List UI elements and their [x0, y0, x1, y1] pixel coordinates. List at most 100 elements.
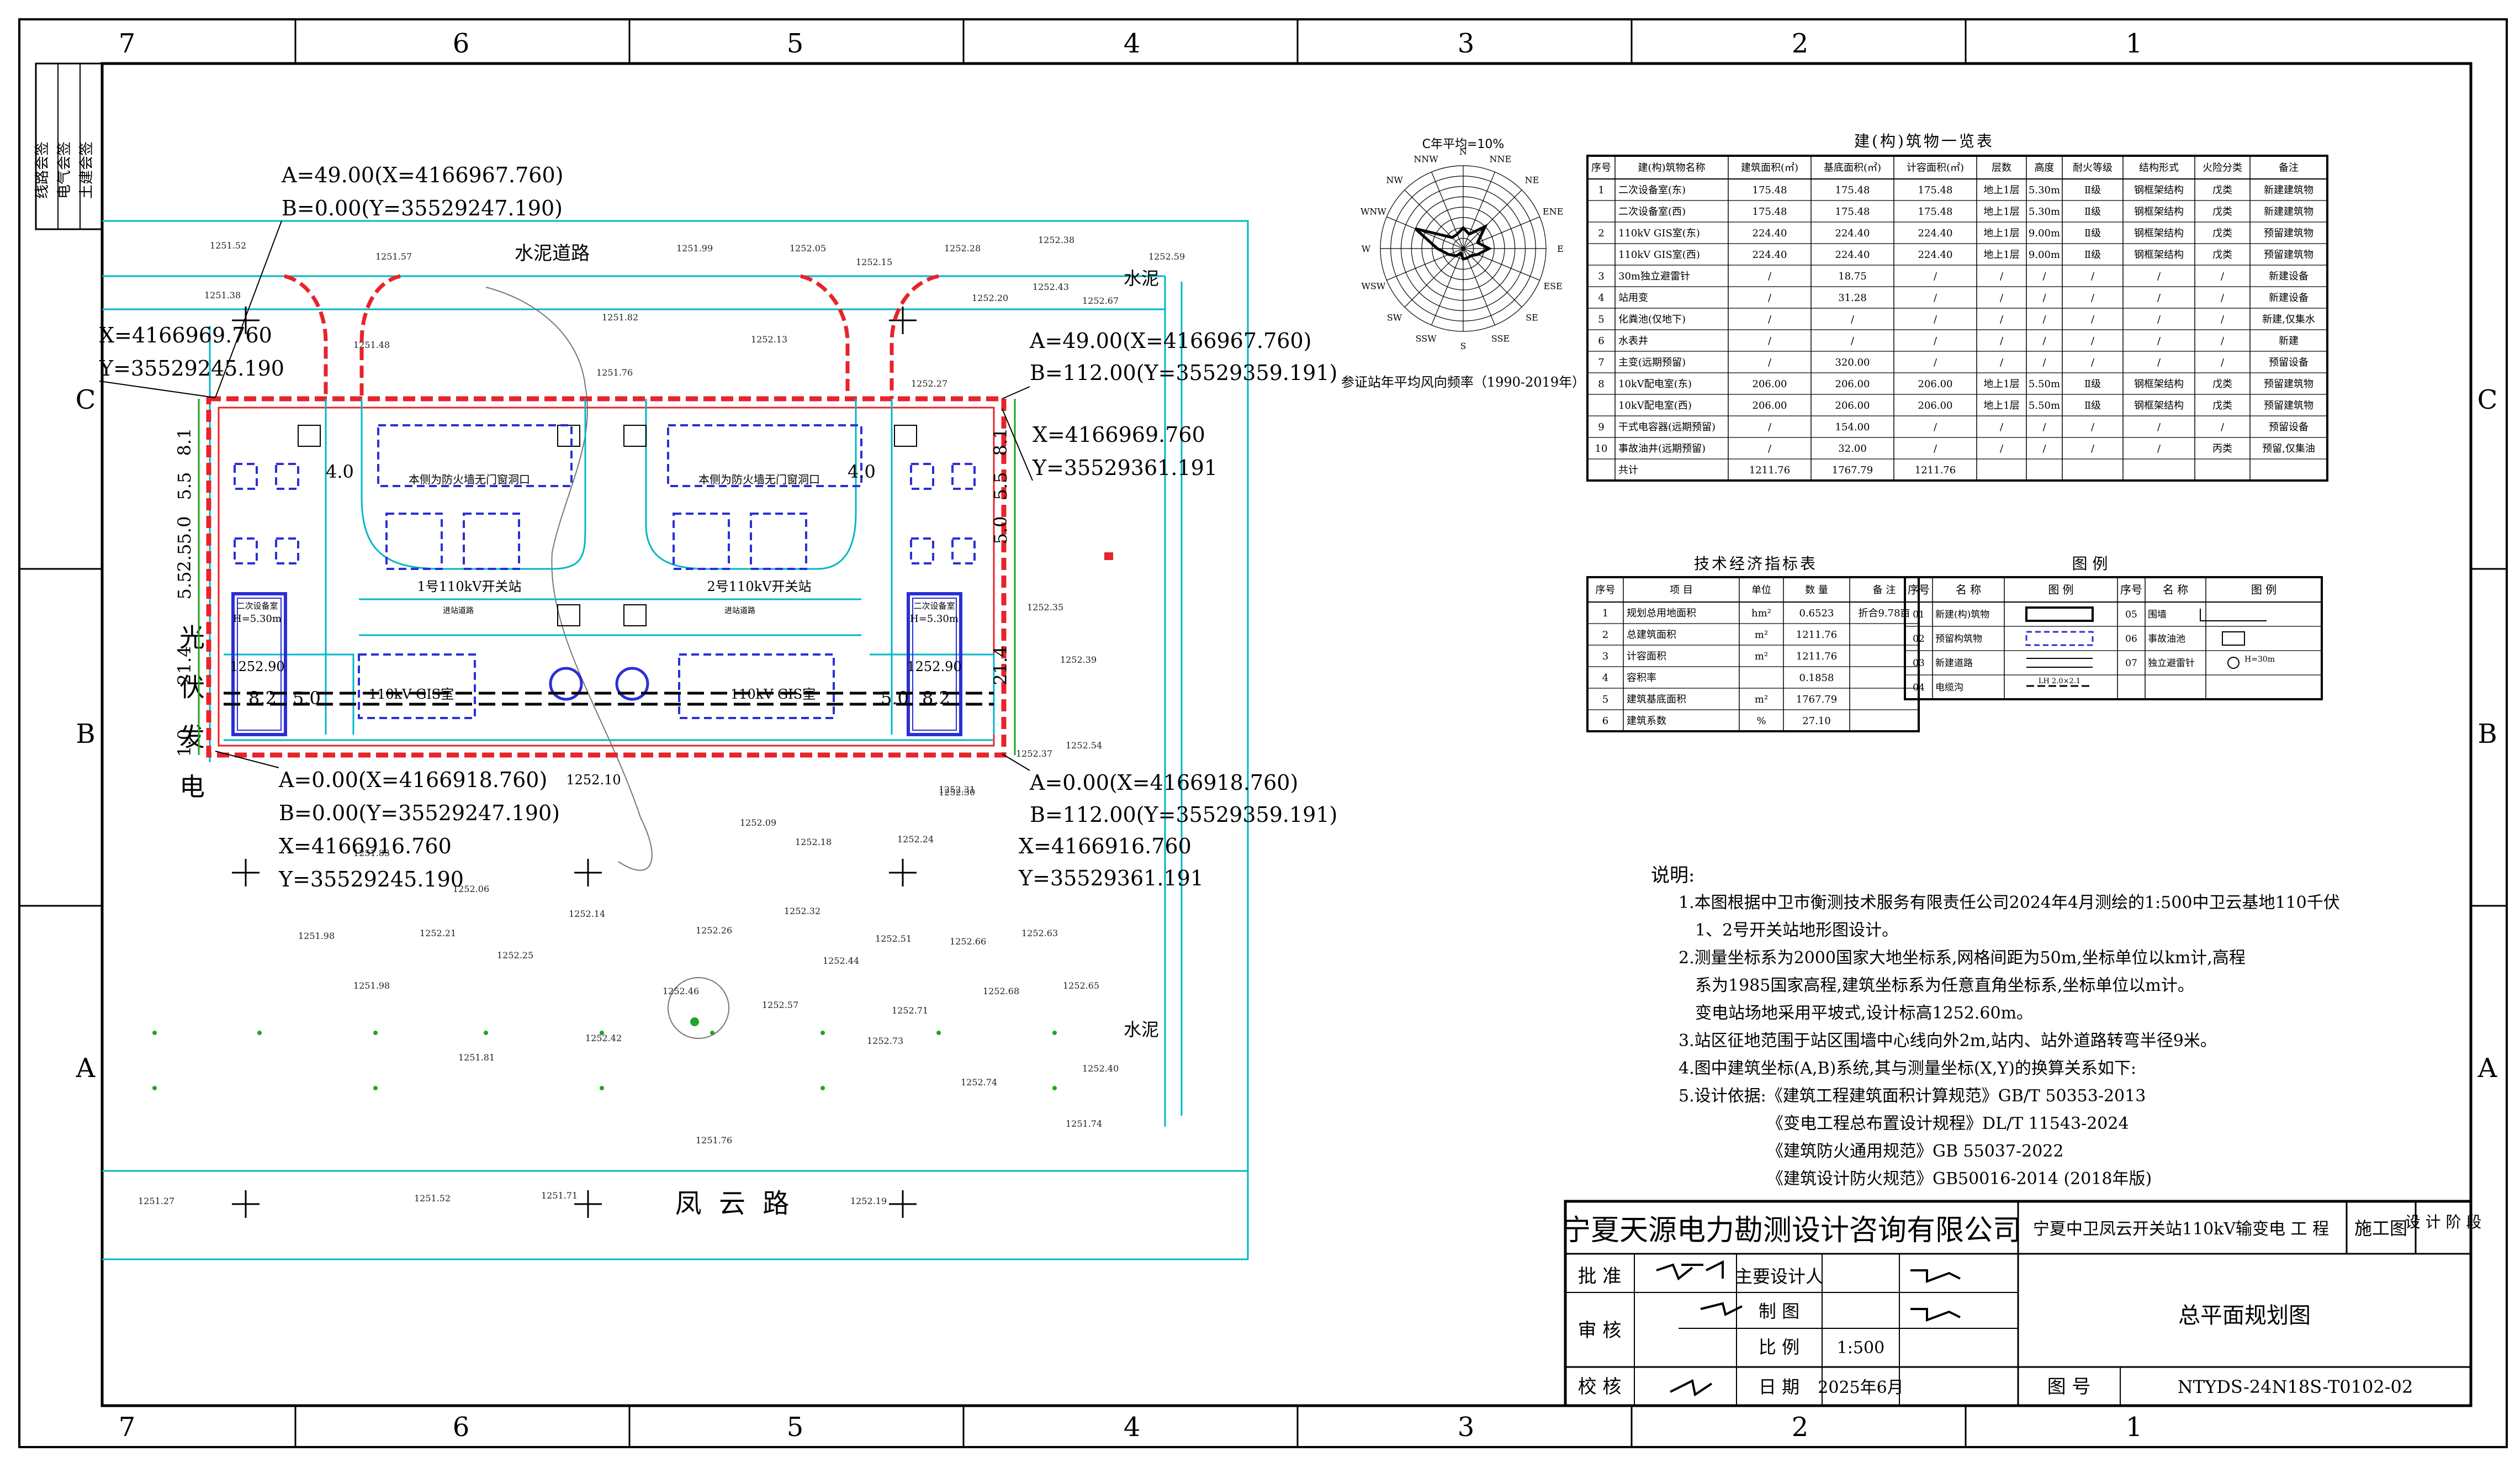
- dim-left-3: 5.0: [174, 516, 195, 545]
- table-cell: 钢框架结构: [2134, 206, 2184, 218]
- table-header-cell: 火险分类: [2203, 162, 2242, 173]
- table-cell: 1211.76: [1915, 465, 1956, 476]
- table-cell: 224.40: [1753, 228, 1787, 239]
- table-cell: 30m独立避雷针: [1618, 271, 1690, 282]
- table-cell: 折合9.78亩: [1858, 608, 1910, 619]
- table-cell: 3: [1602, 651, 1608, 662]
- legend-cell: 事故油池: [2148, 634, 2185, 645]
- rose-direction-label: SSW: [1416, 334, 1437, 344]
- spot-elev: 1251.74: [1066, 1118, 1102, 1129]
- table-cell: 1211.76: [1796, 651, 1837, 662]
- note-line: 3.站区征地范围于站区围墙中心线向外2m,站内、站外道路转弯半径9米。: [1679, 1031, 2217, 1051]
- table-cell: /: [2091, 443, 2095, 455]
- table-cell: 9.00m: [2029, 249, 2060, 261]
- table-cell: 地上1层: [1983, 378, 2019, 390]
- table-cell: /: [2091, 292, 2095, 304]
- table-cell: 水表井: [1618, 335, 1648, 347]
- table-cell: /: [2157, 314, 2161, 325]
- legend-cell: 新建(构)筑物: [1935, 609, 1989, 620]
- spot-elev: 1252.35: [1027, 602, 1063, 613]
- legend-cell: 电缆沟: [1935, 682, 1963, 693]
- table-cell: 320.00: [1835, 357, 1870, 368]
- table-cell: 175.48: [1753, 184, 1787, 196]
- equip-room-left-height: H=5.30m: [233, 613, 282, 625]
- rose-direction-label: NE: [1525, 175, 1539, 186]
- rose-spoke: [1431, 248, 1464, 325]
- spot-elev: 1252.27: [911, 378, 947, 389]
- dim-left-7: 1.0: [174, 729, 195, 757]
- table-cell: /: [1934, 271, 1937, 282]
- row-left-C: C: [76, 384, 96, 415]
- table-cell: /: [2091, 314, 2095, 325]
- spot-elev: 1252.46: [663, 986, 699, 996]
- table-cell: 干式电容器(远期预留): [1618, 421, 1716, 433]
- table-cell: m²: [1755, 694, 1768, 705]
- table-cell: Ⅱ级: [2084, 400, 2101, 411]
- rose-direction-label: NW: [1386, 175, 1403, 186]
- rose-spoke: [1404, 248, 1464, 308]
- table-cell: 5.30m: [2029, 206, 2060, 218]
- coord-tl-x: X=4166969.760: [99, 323, 272, 347]
- table-cell: 戊类: [2212, 378, 2232, 390]
- rose-direction-label: S: [1460, 341, 1467, 351]
- spot-elev: 1252.19: [850, 1196, 887, 1206]
- col-top-5: 5: [787, 28, 804, 59]
- outer-frame: [18, 18, 2508, 1448]
- gis-label-2: 110kV GIS室: [730, 687, 816, 702]
- table-cell: /: [1768, 314, 1772, 325]
- table-cell: %: [1756, 715, 1766, 727]
- spot-elev: 1252.68: [983, 986, 1019, 996]
- table-cell: /: [2042, 314, 2046, 325]
- table-cell: 6: [1602, 715, 1608, 727]
- level-right: 1252.90: [907, 659, 961, 674]
- table-cell: /: [1768, 335, 1772, 347]
- road-top-label: 水泥道路: [515, 242, 590, 265]
- table-cell: /: [1851, 335, 1855, 347]
- table-cell: 9: [1598, 421, 1604, 433]
- table-cell: /: [2157, 292, 2161, 304]
- table-cell: 224.40: [1918, 249, 1953, 261]
- legend-cell: 02: [1913, 634, 1925, 645]
- rose-spoke: [1463, 189, 1522, 249]
- table-cell: /: [2221, 314, 2225, 325]
- table-cell: /: [2091, 271, 2095, 282]
- table-header-cell: 基底面积(㎡): [1824, 161, 1881, 173]
- coord-tr-y: Y=35529361.191: [1032, 456, 1217, 480]
- spot-elev: 1252.74: [961, 1077, 997, 1088]
- table-cell: Ⅱ级: [2084, 184, 2101, 196]
- spot-elev: 1251.81: [458, 1052, 495, 1063]
- table-cell: 地上1层: [1983, 228, 2019, 239]
- table-cell: 预留设备: [2269, 421, 2309, 433]
- wind-rose-caption: 参证站年平均风向频率（1990-2019年）: [1341, 374, 1585, 390]
- table-cell: 钢框架结构: [2134, 184, 2184, 196]
- inner-red-line: [218, 407, 995, 747]
- dim-left-5: 5.5: [174, 572, 195, 600]
- table-cell: 4: [1598, 292, 1604, 304]
- table-cell: 钢框架结构: [2134, 400, 2184, 411]
- table-cell: /: [2042, 292, 2046, 304]
- note-standard: 《建筑防火通用规范》GB 55037-2022: [1767, 1142, 2064, 1161]
- review-label: 审 核: [1578, 1320, 1622, 1342]
- rose-direction-label: E: [1557, 244, 1564, 254]
- spot-elev: 1252.26: [696, 925, 732, 936]
- notes-header: 说明:: [1651, 864, 1695, 886]
- table-cell: 206.00: [1918, 378, 1953, 390]
- cement-label-1: 水泥: [1124, 268, 1159, 289]
- table-cell: 5.50m: [2029, 400, 2060, 411]
- table-cell: 175.48: [1753, 206, 1787, 218]
- table-cell: /: [2000, 314, 2004, 325]
- legend-symbol-lightning: [2227, 657, 2240, 669]
- table-header-cell: 层数: [1992, 162, 2011, 173]
- spot-elevations: 1251.52 1251.57 1251.76 1252.05 1252.15 …: [138, 235, 1185, 1206]
- legend-symbol-fence: [2200, 609, 2267, 621]
- table-cell: /: [1768, 357, 1772, 368]
- spot-elev: 1252.54: [1066, 740, 1102, 751]
- scale-value: 1:500: [1837, 1338, 1884, 1358]
- legend-title: 图 例: [2072, 555, 2108, 573]
- rose-spoke: [1404, 189, 1464, 249]
- legend-header-cell: 名 称: [1956, 583, 1981, 597]
- table-cell: 化粪池(仅地下): [1618, 314, 1686, 325]
- equip-room-left: 二次设备室 H=5.30m 1252.90: [230, 592, 287, 736]
- row-left-A: A: [76, 1053, 96, 1084]
- table-cell: 预留设备: [2269, 357, 2309, 368]
